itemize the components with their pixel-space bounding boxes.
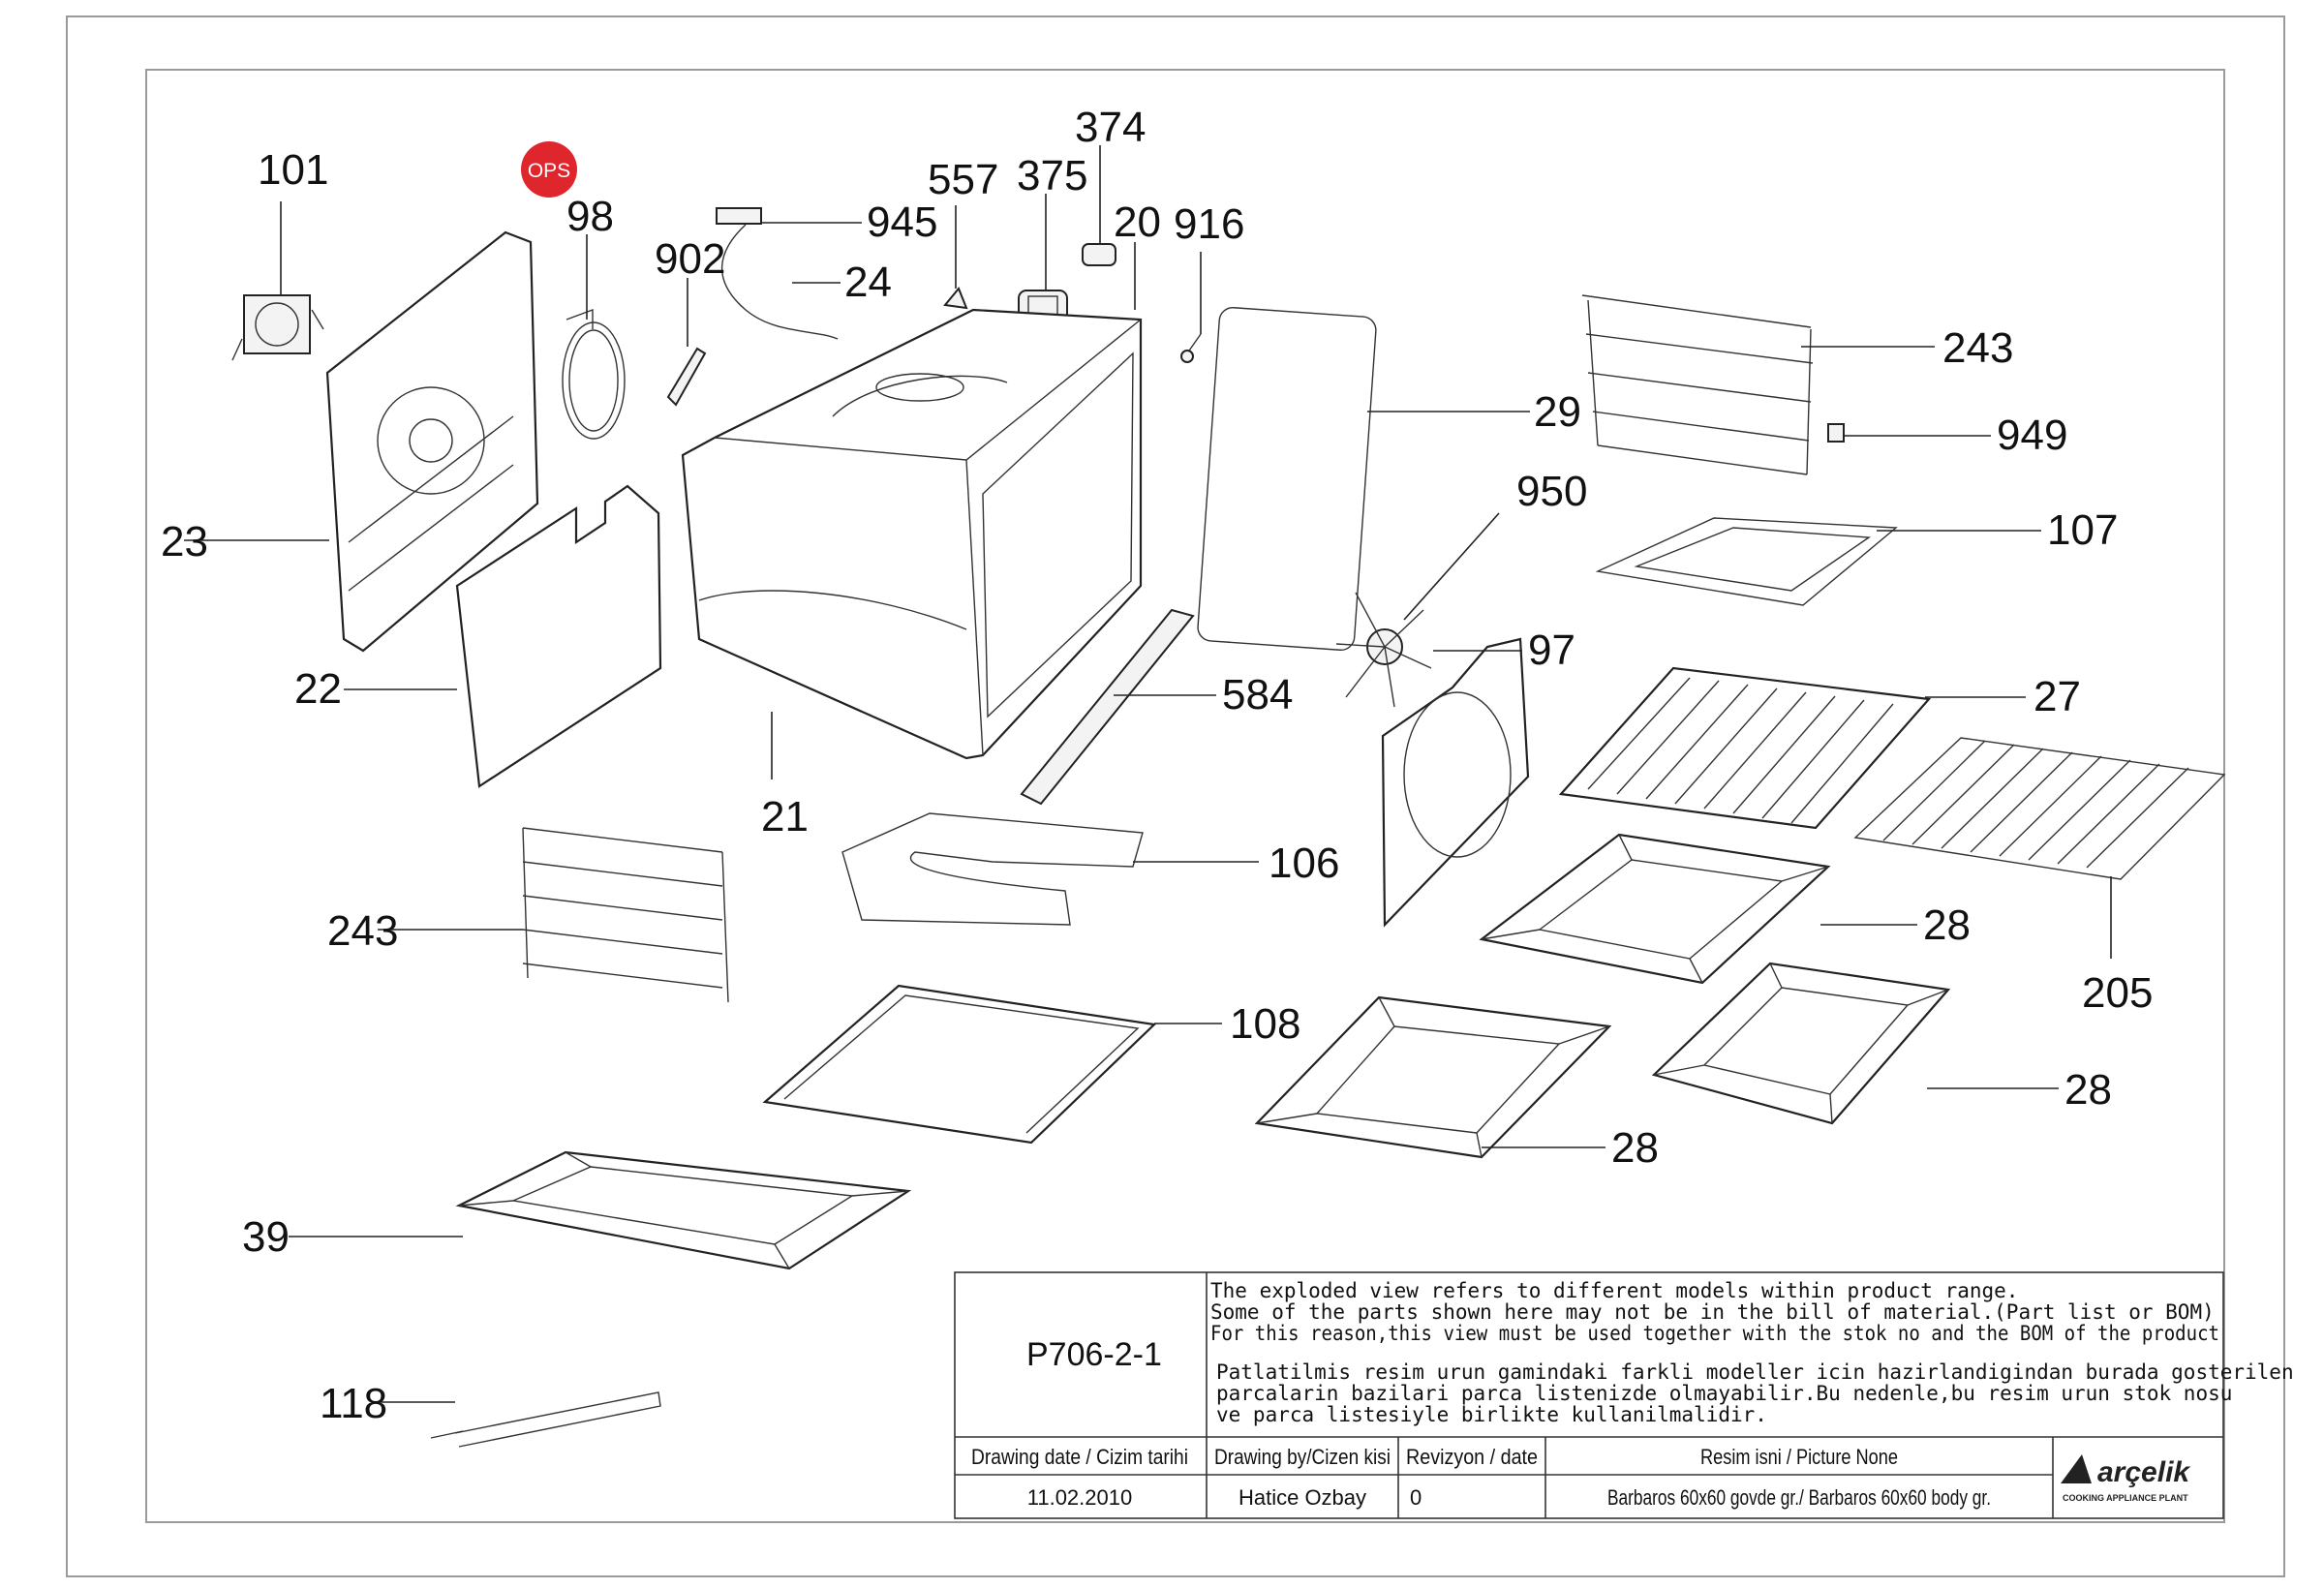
callout-22: 22 bbox=[294, 665, 342, 713]
note-tr-line-1: Patlatilmis resim urun gamindaki farkli … bbox=[1216, 1360, 2294, 1384]
callout-97: 97 bbox=[1528, 626, 1575, 674]
title-block: P706-2-1 The exploded view refers to dif… bbox=[954, 1271, 2294, 1519]
part-243-side-rack-left bbox=[522, 827, 729, 1003]
part-374-lamp bbox=[1082, 243, 1116, 266]
note-tr-line-2: parcalarin bazilari parca listenizde olm… bbox=[1216, 1382, 2232, 1405]
part-118-heater bbox=[430, 1391, 661, 1448]
part-584-rail bbox=[1020, 608, 1195, 806]
note-tr-line-3: ve parca listesiyle birlikte kullanilmal… bbox=[1216, 1403, 1767, 1426]
part-27-tray bbox=[1558, 666, 1932, 830]
brand-logo-mark bbox=[2061, 1454, 2092, 1483]
part-101-fan-motor bbox=[231, 294, 324, 361]
part-557-clip bbox=[943, 287, 968, 310]
note-en-line-3: For this reason,this view must be used t… bbox=[1210, 1322, 2219, 1345]
callout-29: 29 bbox=[1534, 388, 1581, 436]
callout-243-top: 243 bbox=[1942, 324, 2013, 372]
value-drawn-by: Hatice Ozbay bbox=[1238, 1485, 1366, 1510]
part-28-tray-b bbox=[1651, 962, 1951, 1125]
callout-28-c: 28 bbox=[1611, 1124, 1659, 1172]
part-23-back-panel bbox=[325, 230, 539, 653]
callout-107: 107 bbox=[2047, 506, 2118, 554]
header-drawn-by: Drawing by/Cizen kisi bbox=[1214, 1445, 1391, 1469]
callout-98: 98 bbox=[566, 193, 614, 240]
drawing-frame bbox=[145, 69, 2225, 1523]
header-revision: Revizyon / date bbox=[1406, 1445, 1538, 1469]
part-949-clip bbox=[1827, 423, 1845, 443]
leader-lines bbox=[184, 145, 2112, 1403]
part-916-screw bbox=[1180, 333, 1202, 363]
part-29-door-seal bbox=[1197, 307, 1377, 651]
callout-945: 945 bbox=[867, 199, 937, 246]
value-drawing-date: 11.02.2010 bbox=[1027, 1485, 1132, 1510]
part-945-24-cable bbox=[716, 207, 839, 340]
ops-badge-circle bbox=[521, 141, 577, 198]
part-106-bottom-element bbox=[841, 812, 1144, 926]
outer-frame bbox=[66, 15, 2285, 1577]
callout-27: 27 bbox=[2034, 673, 2081, 720]
callout-101: 101 bbox=[258, 146, 328, 194]
callout-106: 106 bbox=[1269, 840, 1339, 887]
part-950-fan-blade bbox=[1335, 592, 1432, 708]
callout-243-left: 243 bbox=[327, 907, 398, 955]
brand-logo-subtext: COOKING APPLIANCE PLANT bbox=[2063, 1493, 2188, 1503]
note-en-line-2: Some of the parts shown here may not be … bbox=[1210, 1300, 2215, 1324]
header-picture-name: Resim isni / Picture None bbox=[1700, 1445, 1898, 1469]
part-98-ring-heater bbox=[562, 308, 626, 440]
callout-108: 108 bbox=[1230, 1000, 1300, 1048]
callout-28-b: 28 bbox=[2064, 1066, 2112, 1114]
part-28-tray-a bbox=[1479, 833, 1831, 985]
part-108-bottom-plate bbox=[762, 984, 1157, 1145]
callout-118: 118 bbox=[320, 1380, 387, 1427]
callout-21: 21 bbox=[761, 793, 809, 840]
callout-916: 916 bbox=[1174, 200, 1244, 248]
part-21-oven-cavity bbox=[681, 308, 1143, 760]
callout-902: 902 bbox=[655, 235, 725, 283]
part-205-wire-rack bbox=[1853, 737, 2226, 880]
part-28-tray-c bbox=[1254, 995, 1612, 1159]
part-243-side-rack-right bbox=[1581, 294, 1814, 475]
drawing-number: P706-2-1 bbox=[1026, 1336, 1162, 1373]
part-97-fan-cover bbox=[1381, 637, 1530, 928]
callout-950: 950 bbox=[1516, 468, 1587, 515]
callout-374: 374 bbox=[1075, 104, 1146, 151]
callout-557: 557 bbox=[928, 156, 998, 203]
callout-24: 24 bbox=[844, 259, 892, 306]
brand-logo: arçelik COOKING APPLIANCE PLANT bbox=[2061, 1454, 2190, 1503]
callout-205: 205 bbox=[2082, 969, 2153, 1017]
callout-20: 20 bbox=[1114, 199, 1161, 246]
callout-23: 23 bbox=[161, 518, 208, 565]
callout-28-a: 28 bbox=[1923, 901, 1971, 949]
note-en-line-1: The exploded view refers to different mo… bbox=[1210, 1279, 2018, 1302]
header-drawing-date: Drawing date / Cizim tarihi bbox=[971, 1445, 1188, 1469]
ops-badge: OPS bbox=[521, 141, 577, 198]
callout-949: 949 bbox=[1997, 412, 2067, 459]
part-107-grill-element bbox=[1595, 517, 1898, 606]
part-902-bracket bbox=[666, 347, 707, 407]
callout-labels: 101 98 902 945 24 557 375 374 20 916 243… bbox=[161, 104, 2153, 1427]
part-39-bottom-tray bbox=[455, 1150, 912, 1270]
value-revision: 0 bbox=[1410, 1485, 1422, 1510]
ops-badge-label: OPS bbox=[528, 160, 570, 182]
part-22-insulation bbox=[455, 484, 662, 788]
callout-584: 584 bbox=[1222, 671, 1293, 718]
brand-logo-text: arçelik bbox=[2097, 1456, 2190, 1488]
callout-375: 375 bbox=[1017, 152, 1087, 199]
callout-39: 39 bbox=[242, 1213, 290, 1261]
value-picture-name: Barbaros 60x60 govde gr./ Barbaros 60x60… bbox=[1607, 1485, 1991, 1510]
